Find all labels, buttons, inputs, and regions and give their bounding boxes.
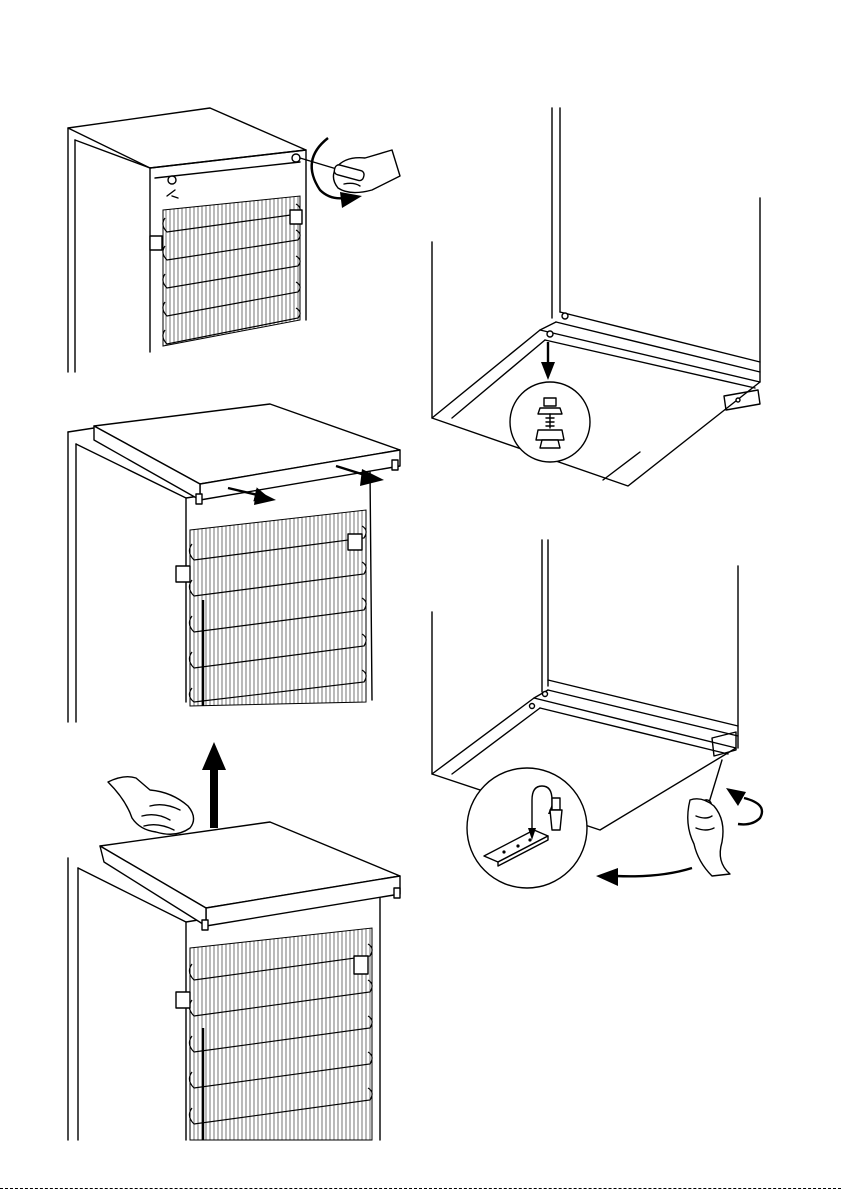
top-cover xyxy=(100,822,400,930)
hand-icon xyxy=(688,799,730,876)
page-footer-rule xyxy=(0,1188,841,1192)
screw-icon xyxy=(292,154,300,162)
panel-remove-foot-pin xyxy=(432,108,760,486)
screw-icon xyxy=(168,176,176,184)
condenser-coil-1 xyxy=(150,196,302,346)
panel-slide-top-back xyxy=(68,404,400,722)
condenser-coil-2 xyxy=(176,510,366,706)
hinge-pin-icon xyxy=(550,798,562,830)
magnifier-circle-icon xyxy=(510,382,590,462)
hand-icon xyxy=(108,777,194,835)
curved-arrow-icon xyxy=(726,788,762,824)
arrow-icon xyxy=(202,742,226,828)
arrow-icon xyxy=(596,868,692,886)
panel-unscrew-top-screws xyxy=(68,108,400,372)
magnifier-circle-icon xyxy=(467,768,587,888)
condenser-coil-3 xyxy=(176,928,372,1140)
panel-unscrew-bottom-hinge xyxy=(432,540,762,888)
panel-lift-top-off xyxy=(68,742,400,1140)
top-cover xyxy=(94,404,400,504)
